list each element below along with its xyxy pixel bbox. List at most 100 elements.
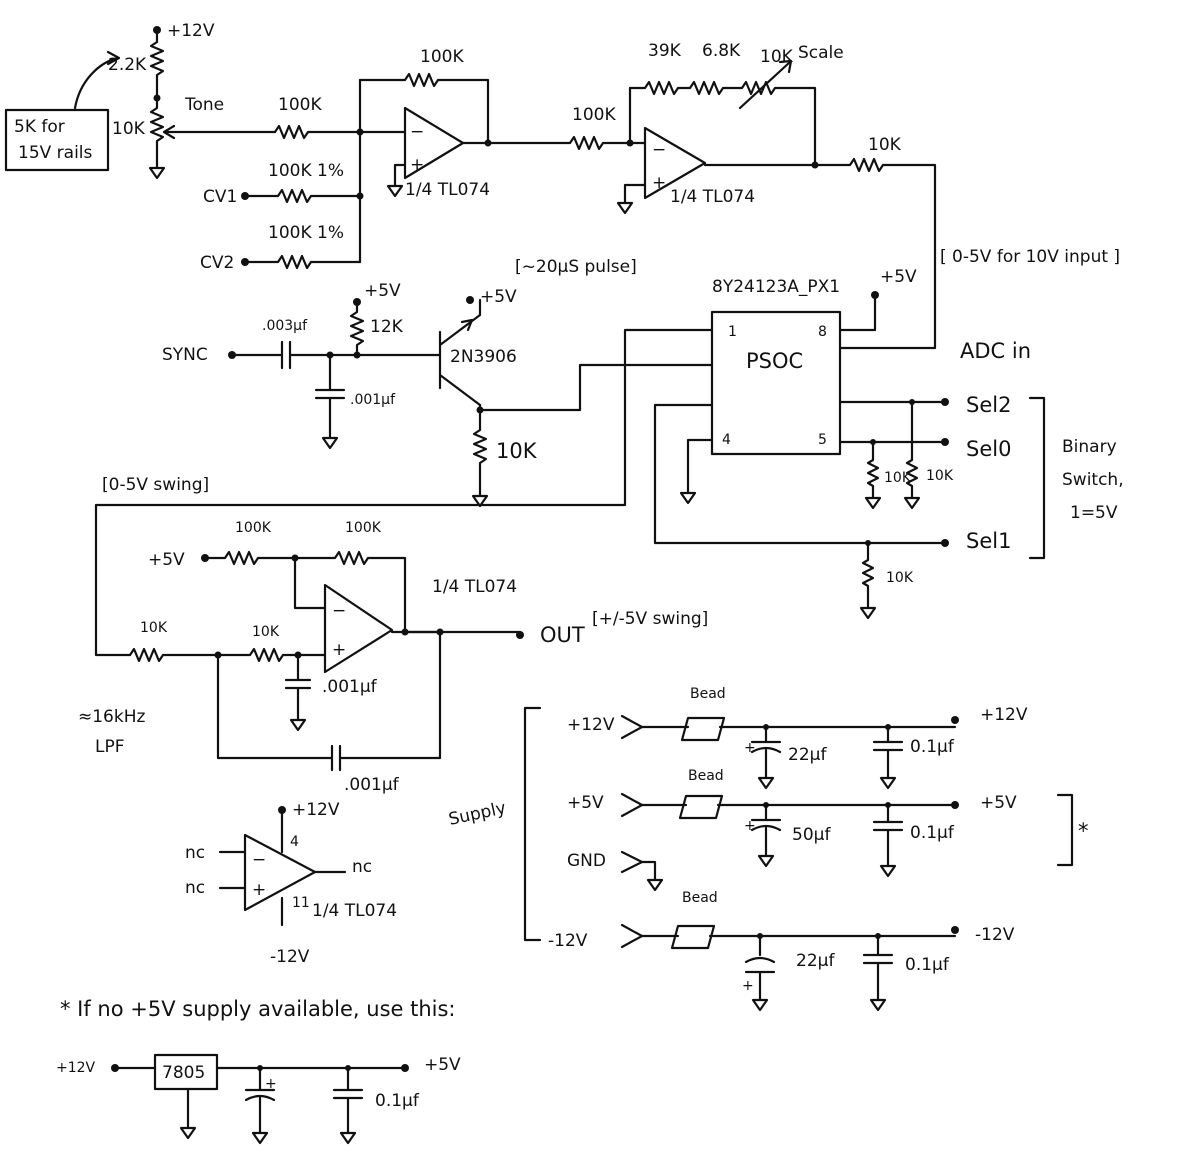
pin11-label: 11 [292, 895, 310, 911]
lpf-label-1: ≈16kHz [78, 707, 146, 727]
sel1-label: Sel1 [966, 529, 1011, 553]
svg-text:−: − [410, 122, 424, 142]
pin1-label: 1 [728, 324, 737, 340]
r-adc-label: 10K [868, 135, 902, 155]
v5-psoc-label: +5V [880, 267, 917, 287]
svg-text:+: + [744, 740, 756, 756]
r-mid-label: 100K [572, 105, 616, 125]
pin8-label: 8 [818, 324, 827, 340]
r-6k8-label: 6.8K [702, 41, 741, 61]
r-12k-label: 12K [370, 317, 404, 337]
v5-c-label: +5V [148, 550, 185, 570]
out-label: OUT [540, 623, 585, 647]
svg-text:+: + [652, 173, 666, 193]
nc-label-1: nc [185, 843, 205, 863]
output-section: [0-5V swing] +5V 100K 100K − + 1/4 TL074… [78, 475, 708, 795]
r-sel0b-label: 10K [926, 468, 954, 484]
scale-section: 39K 6.8K 10K Scale − + 1/4 TL074 10K [ 0… [616, 41, 1120, 350]
r-100k-a-label: 100K [235, 520, 272, 536]
opamp-u1 [403, 106, 465, 180]
regulator-section: * If no +5V supply available, use this: … [56, 997, 461, 1145]
r-10k-a-label: 10K [140, 620, 168, 636]
svg-text:+: + [265, 1076, 277, 1092]
r-fb1-label: 100K [420, 47, 464, 67]
c-22b-label: 22µf [796, 951, 835, 971]
resistor-tone-100k [273, 124, 362, 140]
transistor-label: 2N3906 [450, 347, 517, 367]
supply-label: Supply [447, 798, 508, 830]
u3-label: 1/4 TL074 [432, 577, 517, 597]
r-sel0a-label: 10K [884, 470, 912, 486]
vm12-op-label: -12V [270, 947, 310, 967]
pin4-op-label: 4 [290, 834, 299, 850]
lpf-label-2: LPF [95, 737, 125, 757]
c-01a-label: 0.1µf [910, 737, 955, 757]
v12-op-label: +12V [292, 800, 340, 820]
reg-in-label: +12V [56, 1060, 96, 1076]
svg-text:+: + [410, 155, 424, 175]
r-cv2-label: 100K 1% [268, 223, 344, 243]
tone-label: Tone [184, 95, 224, 115]
c-22a-label: 22µf [788, 745, 827, 765]
opamp-u3 [323, 583, 394, 674]
nc-label-2: nc [185, 878, 205, 898]
v12-top-label: +12V [167, 21, 215, 41]
psoc-section: 8Y24123A_PX1 PSOC 1 8 4 5 +5V ADC in Sel… [94, 267, 1124, 657]
input-section: +12V 2.2K 10K 5K for 15V rails Tone 100K… [4, 21, 632, 273]
svg-text:+: + [744, 818, 756, 834]
r-2k2-label: 2.2K [108, 55, 147, 75]
pot-10k [149, 96, 165, 162]
cv2-label: CV2 [200, 253, 234, 273]
svg-text:−: − [252, 850, 266, 870]
r-tone-label: 100K [278, 95, 322, 115]
r-10k-q-label: 10K [496, 439, 538, 463]
scale-label: Scale [798, 43, 844, 63]
note-5k: 5K for [14, 117, 65, 137]
r-scale-label: 10K [760, 47, 794, 67]
pin4-label: 4 [722, 432, 731, 448]
pulse-note: [~20µS pulse] [515, 257, 637, 277]
c-50-label: 50µf [792, 825, 831, 845]
opamp-u4 [243, 833, 317, 912]
pin5-label: 5 [818, 432, 827, 448]
binary-label-3: 1=5V [1070, 503, 1118, 523]
c-001b-label: .001µf [322, 677, 378, 697]
asterisk-label: * [1078, 819, 1089, 843]
part-no-label: 8Y24123A_PX1 [712, 277, 840, 297]
note-box [4, 108, 110, 172]
svg-text:−: − [332, 601, 346, 621]
reg-out-label: +5V [424, 1055, 461, 1075]
psoc-label: PSOC [746, 349, 803, 373]
c-01b-label: 0.1µf [910, 823, 955, 843]
unused-opamp-section: − + +12V 4 nc nc nc 11 1/4 TL074 -12V [185, 800, 397, 967]
swing-05-note: [0-5V swing] [102, 475, 209, 495]
sync-section: SYNC .003µf +5V 12K .001µf +5V 2N3906 [~… [162, 257, 714, 508]
transistor-2n3906 [438, 298, 482, 407]
binary-label-2: Switch, [1062, 470, 1124, 490]
binary-label-1: Binary [1062, 437, 1117, 457]
adc-range-note: [ 0-5V for 10V input ] [940, 247, 1120, 267]
c-sync-label: .003µf [262, 318, 308, 334]
swing-pm5-note: [+/-5V swing] [592, 609, 708, 629]
regulator-7805 [153, 1053, 219, 1091]
in-12-label: +12V [567, 715, 615, 735]
svg-text:+: + [332, 640, 346, 660]
out-m12-label: -12V [975, 925, 1015, 945]
sel0-label: Sel0 [966, 437, 1011, 461]
v5-a-label: +5V [364, 281, 401, 301]
r-cv1-label: 100K 1% [268, 161, 344, 181]
footnote-text: * If no +5V supply available, use this: [60, 997, 456, 1021]
pot-10k-label: 10K [112, 119, 146, 139]
bead-3-label: Bead [682, 890, 718, 906]
opamp-u2 [643, 126, 707, 200]
cv1-label: CV1 [203, 187, 237, 207]
r-10k-b-label: 10K [252, 624, 280, 640]
sel2-label: Sel2 [966, 393, 1011, 417]
r-39k-label: 39K [648, 41, 682, 61]
c-001c-label: .001µf [344, 775, 400, 795]
c-001a-label: .001µf [350, 392, 396, 408]
bead-2-label: Bead [688, 768, 724, 784]
note-15v: 15V rails [18, 143, 93, 163]
in-5-label: +5V [567, 793, 604, 813]
